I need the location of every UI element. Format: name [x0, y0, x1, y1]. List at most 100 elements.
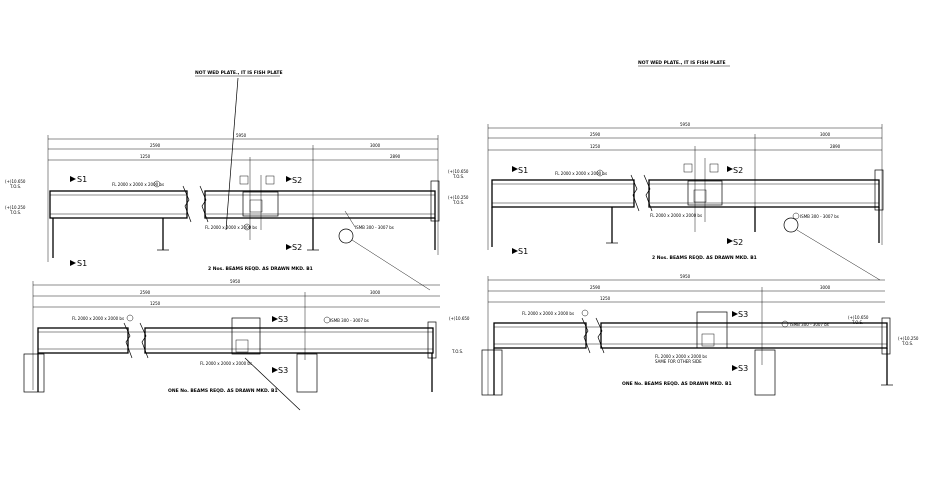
note-marker — [581, 309, 589, 317]
dim-span-b: 3000 — [820, 132, 831, 137]
weld-note: FL 2000 x 2000 x 2000 bs — [522, 311, 574, 316]
plate-note: FL 2000 x 2000 x 2000 bs — [650, 213, 702, 218]
dim-span-d: 2890 — [390, 154, 401, 159]
level-top-sub: T.O.S. — [851, 320, 863, 325]
beam-segment — [49, 190, 188, 219]
beam-note: ISMB 300 - 3007 bs — [790, 322, 829, 327]
concrete-pedestal — [481, 349, 503, 396]
dim-span-b: 3000 — [370, 143, 381, 148]
plate-note-same: SAME FOR OTHER SIDE — [655, 359, 702, 364]
bolt-detail — [265, 175, 275, 185]
fish-plate — [242, 191, 279, 217]
dim-span-c: 1250 — [600, 296, 611, 301]
caption-right-lower: ONE No. BEAMS REQD. AS DRAWN MKD. B1 — [622, 381, 732, 387]
plate-note: FL 2000 x 2000 x 2000 bs — [205, 225, 257, 230]
dim-span-b: 3000 — [370, 290, 381, 295]
beam-note: ISMB 300 - 3007 bs — [800, 214, 839, 219]
note-marker — [781, 320, 789, 328]
section-mark-s3: S3 — [278, 315, 288, 324]
right-upper-beam-view: NOT WED PLATE., IT IS FISH PLATE 5950 25… — [448, 60, 884, 281]
beam-note: ISMB 300 - 3007 bs — [330, 318, 369, 323]
section-arrow — [272, 367, 278, 373]
fish-plate — [231, 317, 261, 355]
level-top: (+)10.650 — [448, 169, 469, 174]
note-marker — [323, 316, 331, 324]
plate-note: FL 2000 x 2000 x 2000 bs — [655, 354, 707, 359]
section-mark-s1: S1 — [77, 175, 87, 184]
caption-right-upper: 2 Nos. BEAMS REQD. AS DRAWN MKD. B1 — [652, 255, 757, 261]
note-leader — [344, 210, 356, 228]
note-marker — [792, 212, 800, 220]
level-bottom-sub: T.O.S. — [901, 341, 913, 346]
note-marker — [596, 169, 604, 177]
beam-segment — [600, 322, 888, 349]
weld-note: FL 2000 x 2000 x 2000 bs — [555, 171, 607, 176]
left-lower-beam-view: 5950 2590 3000 1250 S3 S3 FL 2000 x 2000… — [23, 279, 470, 411]
dim-overall: 5950 — [236, 133, 247, 138]
section-mark-s1: S1 — [518, 166, 528, 175]
dim-overall: 5950 — [680, 274, 691, 279]
detail-leader — [351, 239, 431, 291]
dim-span-c: 1250 — [150, 301, 161, 306]
level-bottom-sub: T.O.S. — [9, 210, 21, 215]
note-marker — [153, 180, 161, 188]
concrete-pedestal — [754, 349, 776, 396]
concrete-pedestal — [296, 353, 318, 393]
level-top: (+)10.650 — [848, 315, 869, 320]
section-mark-s1: S1 — [77, 259, 87, 268]
callout-leader — [244, 357, 301, 411]
caption-left-lower: ONE No. BEAMS REQD. AS DRAWN MKD. B1 — [168, 388, 278, 394]
dim-span-c: 1250 — [590, 144, 601, 149]
break-symbol — [123, 322, 133, 359]
plate-note: FL 2000 x 2000 x 2000 bs — [200, 361, 252, 366]
level-bottom-sub: T.O.S. — [451, 349, 463, 354]
end-column — [881, 317, 891, 355]
bolt-group — [701, 333, 715, 347]
section-arrow — [512, 166, 518, 172]
dim-span-a: 2590 — [140, 290, 151, 295]
concrete-pedestal — [23, 353, 45, 393]
section-mark-s2: S2 — [292, 243, 302, 252]
bolt-group — [249, 199, 263, 213]
level-top-sub: T.O.S. — [9, 184, 21, 189]
beam-segment — [204, 190, 436, 219]
beam-segment — [144, 327, 434, 354]
section-arrow — [70, 260, 76, 266]
section-arrow — [286, 176, 292, 182]
section-mark-s2: S2 — [292, 176, 302, 185]
section-mark-s3: S3 — [278, 366, 288, 375]
callout-leader — [225, 77, 239, 231]
level-bottom-sub: T.O.S. — [452, 200, 464, 205]
dim-overall: 5950 — [230, 279, 241, 284]
bolt-detail — [683, 163, 693, 173]
section-arrow — [727, 166, 733, 172]
left-upper-beam-view: NOT WED PLATE., IT IS FISH PLATE 5950 25… — [5, 70, 440, 291]
note-marker — [243, 223, 251, 231]
dim-span-b: 3000 — [820, 285, 831, 290]
caption-left-upper: 2 Nos. BEAMS REQD. AS DRAWN MKD. B1 — [208, 266, 313, 272]
level-top: (+)10.650 — [449, 316, 470, 321]
bolt-group — [235, 339, 249, 353]
detail-leader — [796, 229, 881, 281]
section-arrow — [272, 316, 278, 322]
beam-segment — [37, 327, 129, 354]
section-arrow — [727, 238, 733, 244]
level-bottom: (+)10.250 — [898, 336, 919, 341]
section-mark-s1: S1 — [518, 247, 528, 256]
fish-plate — [696, 311, 728, 349]
bolt-detail — [709, 163, 719, 173]
bolt-group — [693, 189, 707, 203]
break-symbol — [182, 185, 192, 223]
fish-plate-callout-left: NOT WED PLATE., IT IS FISH PLATE — [195, 70, 283, 76]
section-arrow — [70, 176, 76, 182]
note-marker — [126, 314, 134, 322]
dim-span-c: 1250 — [140, 154, 151, 159]
dim-span-a: 2590 — [150, 143, 161, 148]
level-bottom: (+)10.250 — [448, 195, 469, 200]
detail-circle — [338, 228, 354, 244]
beam-segment — [648, 179, 880, 208]
beam-note: ISMB 300 - 3007 bs — [355, 225, 394, 230]
weld-note: FL 2000 x 2000 x 2000 bs — [112, 182, 164, 187]
section-arrow — [512, 248, 518, 254]
detail-circle — [783, 217, 799, 233]
